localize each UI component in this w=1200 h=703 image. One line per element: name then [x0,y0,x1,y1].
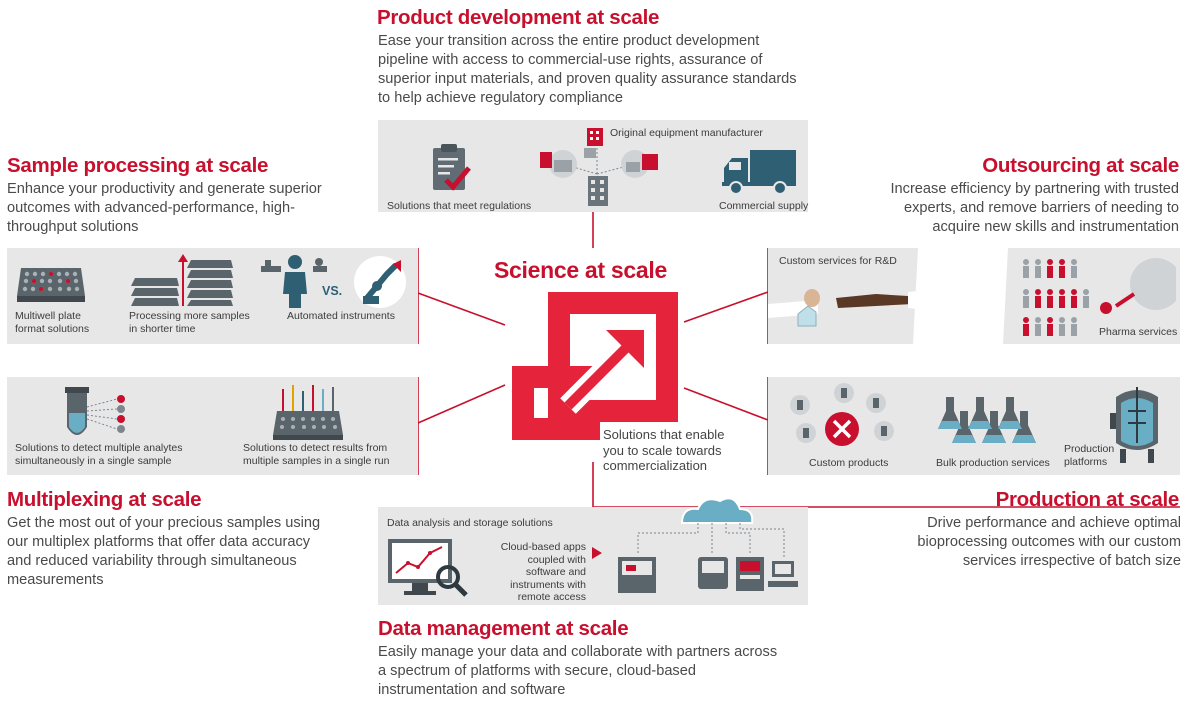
clipboard-checklist-icon [433,144,471,191]
outsourcing-heading: Outsourcing at scale [982,154,1179,177]
data-management-heading: Data management at scale [378,617,629,640]
science-at-scale-title: Science at scale [494,257,667,283]
multiplexing-heading: Multiplexing at scale [7,488,202,511]
production-panel: Custom products Bulk production services… [768,377,1180,475]
stacked-plates-icon [131,254,233,306]
multiwell-label: Multiwell plate format solutions [15,310,90,335]
custom-services-label: Custom services for R&D [779,255,897,267]
sample-processing-heading: Sample processing at scale [7,154,269,177]
scale-arrow-logo [512,292,678,440]
outsourcing-description: Increase efficiency by partnering with t… [890,181,1179,235]
automated-label: Automated instruments [287,310,395,322]
results-label: Solutions to detect results from multipl… [243,442,390,467]
custom-products-label: Custom products [809,457,889,469]
production-heading: Production at scale [995,488,1180,511]
product-development-panel: Original equipment manufacturer Solution… [378,120,808,212]
multiplexing-description: Get the most out of your precious sample… [7,515,321,588]
product-development-heading: Product development at scale [377,6,660,29]
oem-network-icon [540,128,658,206]
processing-label: Processing more samples in shorter time [129,310,250,335]
cloud-devices-icon [618,497,798,593]
data-management-description: Easily manage your data and collaborate … [378,644,778,698]
commercial-supply-label: Commercial supply [719,200,809,212]
bioreactor-icon [1110,387,1158,463]
data-management-panel: Data analysis and storage solutions Clou… [378,497,808,605]
right-arrow-icon [592,547,602,559]
people-pharma-icon [1023,258,1176,336]
outsourcing-panel: Custom services for R&D Pharma services [768,248,1180,344]
regulations-label: Solutions that meet regulations [387,200,532,212]
storage-label: Data analysis and storage solutions [387,517,553,529]
handover-illustration [768,248,1008,344]
delivery-truck-icon [722,150,796,195]
bulk-label: Bulk production services [936,457,1050,469]
monitor-analytics-icon [388,539,468,597]
plate-results-icon [273,385,343,440]
custom-products-icon [790,383,894,446]
oem-label: Original equipment manufacturer [610,127,763,139]
center-description: Solutions that enable you to scale towar… [603,427,725,473]
sample-processing-panel: VS. Multiwell plate format solutions Pro… [7,248,418,344]
tube-analytes-icon [65,387,125,435]
cloud-apps-label: Cloud-based apps coupled with software a… [500,541,586,603]
platforms-label: Production platforms [1064,443,1115,468]
multiplexing-panel: Solutions to detect multiple analytes si… [7,377,418,475]
production-description: Drive performance and achieve optimal bi… [917,515,1181,569]
human-vs-robot-icon [261,255,406,308]
sample-processing-description: Enhance your productivity and generate s… [7,181,322,235]
analytes-label: Solutions to detect multiple analytes si… [15,442,183,467]
flasks-icon [938,397,1036,443]
product-development-description: Ease your transition across the entire p… [378,33,797,106]
vs-label: VS. [322,284,343,298]
pharma-label: Pharma services [1099,326,1178,338]
multiwell-plate-icon [17,268,85,302]
